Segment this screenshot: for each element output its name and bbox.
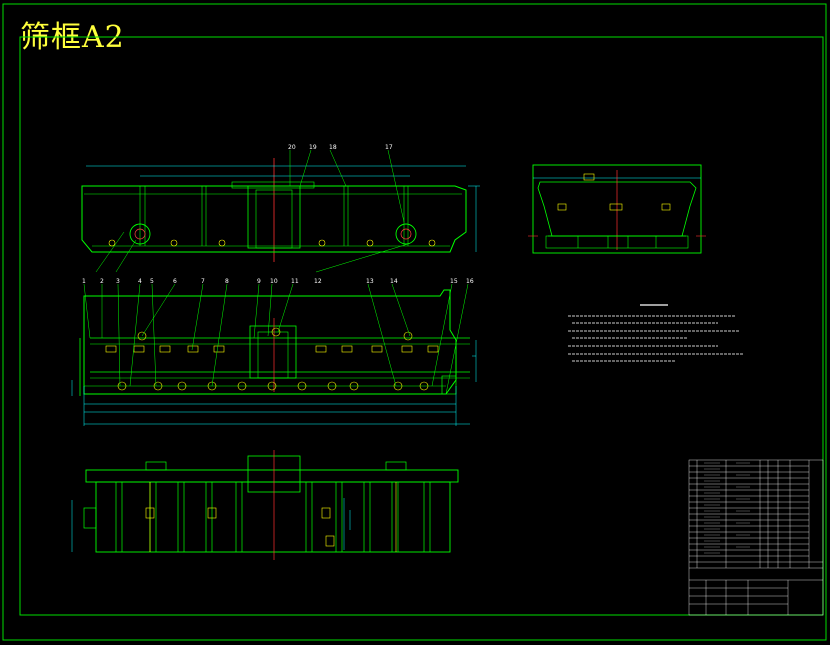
outer-border — [2, 3, 827, 641]
label-11: 11 — [291, 278, 299, 285]
label-1: 1 — [82, 278, 86, 285]
label-15: 15 — [450, 278, 458, 285]
side-view — [528, 164, 706, 254]
label-20: 20 — [288, 144, 296, 151]
label-16: 16 — [466, 278, 474, 285]
label-8: 8 — [225, 278, 229, 285]
label-10: 10 — [270, 278, 278, 285]
bottom-view-top-plate — [85, 469, 459, 483]
label-18: 18 — [329, 144, 337, 151]
label-9: 9 — [257, 278, 261, 285]
label-14: 14 — [390, 278, 398, 285]
label-6: 6 — [173, 278, 177, 285]
top-view-outline — [83, 289, 457, 395]
bottom-view-body — [95, 481, 451, 553]
label-13: 13 — [366, 278, 374, 285]
label-3: 3 — [116, 278, 120, 285]
label-4: 4 — [138, 278, 142, 285]
label-2: 2 — [100, 278, 104, 285]
label-5: 5 — [150, 278, 154, 285]
top-view — [71, 283, 477, 426]
technical-notes — [568, 302, 748, 374]
front-view — [81, 149, 480, 273]
side-view-outline — [532, 164, 702, 254]
label-12: 12 — [314, 278, 322, 285]
label-19: 19 — [309, 144, 317, 151]
front-view-outline — [81, 185, 467, 253]
technical-notes-lines — [568, 304, 744, 362]
label-17: 17 — [385, 144, 393, 151]
bottom-view — [71, 450, 459, 560]
label-7: 7 — [201, 278, 205, 285]
parts-list — [688, 459, 824, 616]
inner-border — [19, 36, 824, 616]
